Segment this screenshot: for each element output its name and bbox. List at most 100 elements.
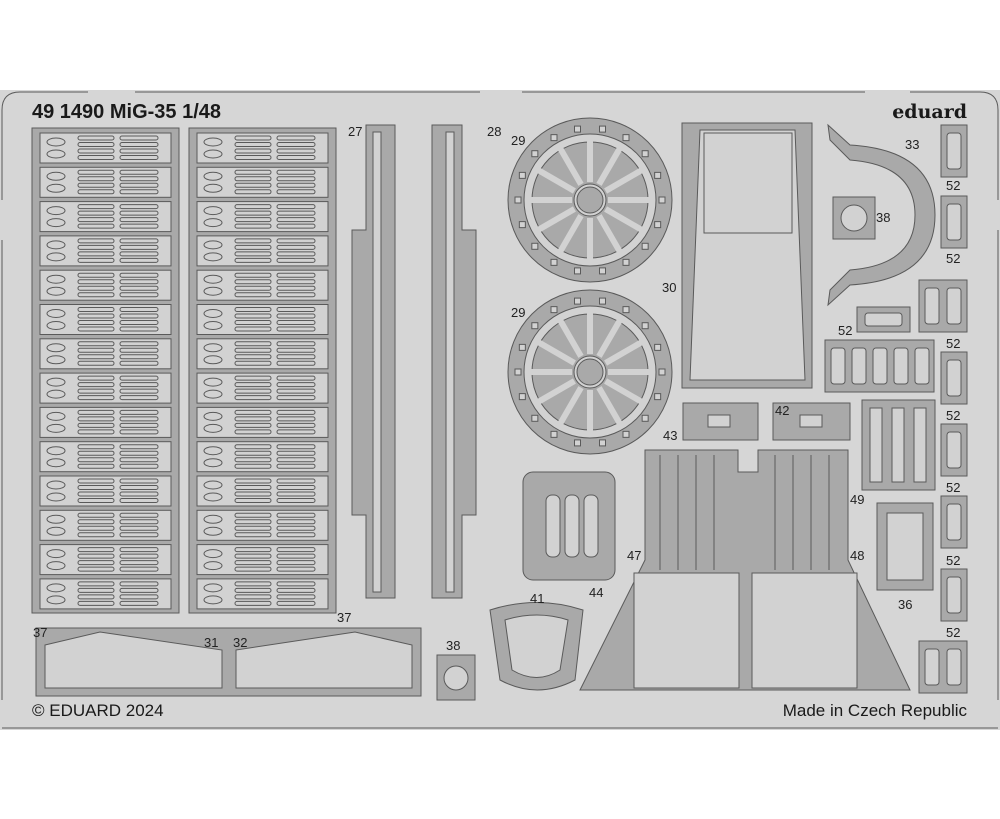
- part-52-cell: [946, 503, 962, 541]
- panel-slot: [77, 512, 115, 518]
- panel-slot: [119, 395, 159, 401]
- panel-slot: [276, 532, 316, 538]
- panel-slot: [234, 307, 272, 312]
- wheel-spoke: [536, 167, 576, 194]
- panel-oval: [46, 183, 66, 193]
- panel-slot: [276, 395, 316, 401]
- wheel-spoke: [596, 318, 623, 358]
- panel-columns: [31, 127, 337, 614]
- panel-oval: [46, 171, 66, 181]
- panel-slot: [77, 244, 115, 250]
- panel-oval: [46, 286, 66, 296]
- panel-cell: [196, 509, 329, 541]
- part-38-a: [832, 196, 876, 240]
- wheel-spoke: [596, 146, 623, 186]
- panel-oval: [46, 446, 66, 456]
- panel-slot: [119, 532, 159, 538]
- part-47-48: [579, 449, 911, 691]
- panel-slot: [77, 189, 115, 195]
- wheel-tab: [654, 393, 662, 401]
- part-52-cell: [893, 347, 909, 385]
- panel-slot: [276, 382, 316, 388]
- panel-cell: [196, 269, 329, 301]
- panel-slot: [77, 450, 115, 456]
- panel-slot: [119, 341, 159, 347]
- wheel-tab: [573, 297, 581, 305]
- panel-slot: [276, 450, 316, 456]
- wheel-tab: [654, 171, 662, 179]
- panel-slot: [234, 210, 272, 216]
- panel-slot: [77, 155, 115, 160]
- panel-slot: [276, 142, 316, 147]
- panel-oval: [46, 206, 66, 216]
- panel-slot: [119, 547, 159, 553]
- panel-oval: [203, 355, 223, 365]
- label-49: 49: [850, 492, 864, 507]
- wheel-hub-center: [576, 358, 604, 386]
- panel-slot: [119, 142, 159, 147]
- panel-slot: [119, 320, 159, 325]
- label-31: 31: [204, 635, 218, 650]
- panel-oval: [46, 480, 66, 490]
- panel-oval: [46, 343, 66, 353]
- panel-slot: [276, 217, 316, 223]
- panel-slot: [77, 326, 115, 332]
- panel-cell: [39, 269, 172, 301]
- panel-slot: [119, 553, 159, 559]
- part-43: [682, 402, 759, 441]
- panel-slot: [276, 279, 316, 285]
- panel-slot: [77, 307, 115, 312]
- panel-oval: [203, 583, 223, 593]
- wheel-spoke: [604, 378, 644, 405]
- panel-slot: [119, 525, 159, 531]
- panel-cell: [196, 166, 329, 198]
- panel-cell: [196, 235, 329, 267]
- panel-slot: [77, 525, 115, 531]
- panel-oval: [203, 423, 223, 433]
- panel-slot: [276, 244, 316, 250]
- panel-slot: [77, 320, 115, 325]
- panel-slot: [77, 388, 115, 394]
- panel-oval: [203, 514, 223, 524]
- panel-slot: [234, 189, 272, 195]
- panel-slot: [234, 354, 272, 360]
- panel-slot: [119, 354, 159, 360]
- panel-slot: [77, 238, 115, 244]
- wheel-tab: [641, 150, 649, 158]
- panel-oval: [46, 458, 66, 468]
- panel-slot: [276, 498, 316, 503]
- panel-slot: [234, 594, 272, 600]
- part-52-cell: [946, 576, 962, 614]
- panel-slot: [119, 285, 159, 291]
- panel-slot: [234, 169, 272, 175]
- panel-slot: [119, 498, 159, 503]
- panel-slot: [276, 388, 316, 394]
- label-42: 42: [775, 403, 789, 418]
- panel-slot: [234, 155, 272, 160]
- panel-oval: [203, 309, 223, 318]
- label-52: 52: [838, 323, 852, 338]
- panel-slot: [119, 189, 159, 195]
- wheel-tab: [641, 322, 649, 330]
- part-52: [940, 351, 968, 405]
- panel-slot: [276, 485, 316, 490]
- panel-oval: [46, 137, 66, 147]
- panel-slot: [119, 463, 159, 469]
- panel-slot: [276, 251, 316, 257]
- panel-slot: [77, 553, 115, 559]
- panel-slot: [276, 169, 316, 175]
- panel-slot: [234, 347, 272, 353]
- wheel-tab: [599, 267, 607, 275]
- wheel-tab: [641, 242, 649, 250]
- panel-slot: [234, 566, 272, 572]
- panel-cell: [196, 338, 329, 370]
- panel-slot: [119, 491, 159, 497]
- label-52: 52: [946, 625, 960, 640]
- panel-slot: [77, 142, 115, 147]
- panel-slot: [234, 512, 272, 518]
- label-52: 52: [946, 480, 960, 495]
- origin-text: Made in Czech Republic: [783, 701, 968, 720]
- panel-slot: [276, 204, 316, 210]
- panel-slot: [276, 581, 316, 587]
- panel-slot: [234, 375, 272, 381]
